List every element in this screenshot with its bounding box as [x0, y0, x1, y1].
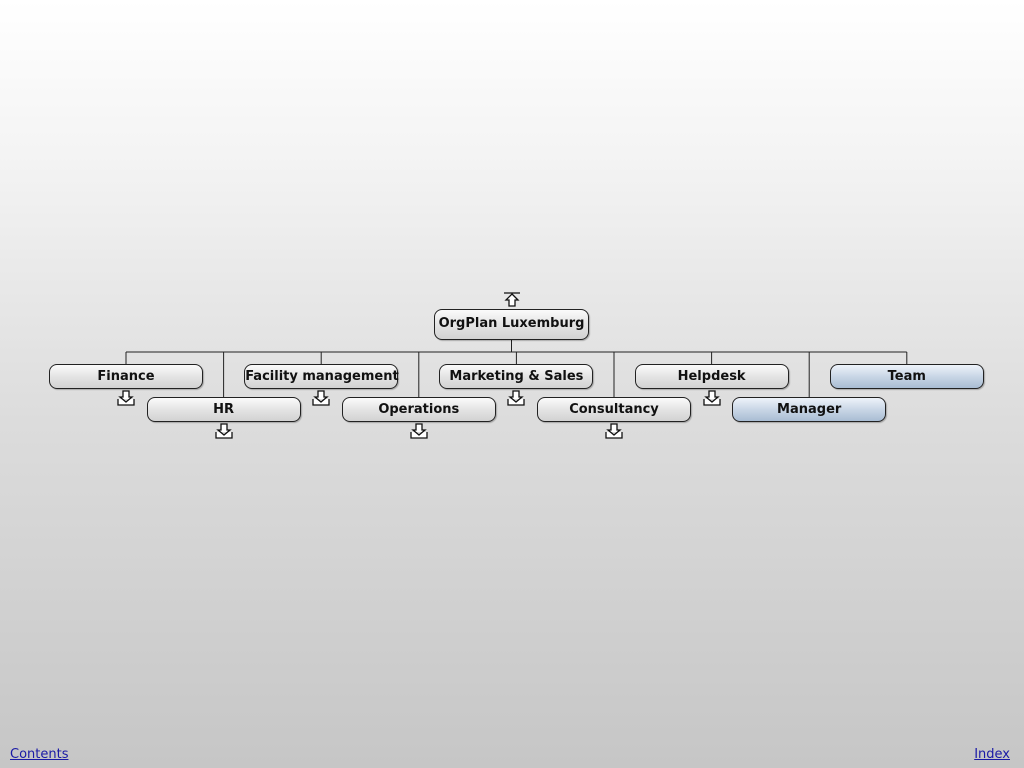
org-node-finance[interactable]: Finance	[49, 364, 203, 389]
org-node-root-label: OrgPlan Luxemburg	[438, 316, 585, 331]
org-node-facility-label: Facility management	[245, 369, 399, 384]
org-node-finance-label: Finance	[97, 369, 155, 384]
org-node-root[interactable]: OrgPlan Luxemburg	[434, 309, 589, 340]
arrow-down-icon[interactable]	[410, 423, 428, 439]
arrow-down-icon[interactable]	[312, 390, 330, 406]
arrow-down-icon[interactable]	[214, 423, 233, 439]
arrow-up-icon[interactable]	[503, 292, 521, 308]
org-node-consultancy-label: Consultancy	[569, 402, 659, 417]
org-node-team[interactable]: Team	[829, 364, 984, 389]
contents-link[interactable]: Contents	[10, 747, 69, 762]
org-node-helpdesk[interactable]: Helpdesk	[634, 364, 789, 389]
org-node-manager[interactable]: Manager	[732, 397, 887, 422]
arrow-down-icon[interactable]	[702, 390, 721, 406]
index-link[interactable]: Index	[974, 747, 1010, 762]
arrow-down-icon[interactable]	[507, 390, 526, 406]
org-node-facility[interactable]: Facility management	[244, 364, 399, 389]
org-node-helpdesk-label: Helpdesk	[677, 369, 746, 384]
org-node-operations-label: Operations	[378, 402, 460, 417]
arrow-down-icon[interactable]	[605, 423, 623, 439]
org-node-hr-label: HR	[213, 402, 235, 417]
org-node-manager-label: Manager	[777, 402, 842, 417]
org-node-hr[interactable]: HR	[146, 397, 301, 422]
org-node-operations[interactable]: Operations	[341, 397, 496, 422]
org-node-consultancy[interactable]: Consultancy	[537, 397, 691, 422]
org-node-marketing-label: Marketing & Sales	[449, 369, 584, 384]
arrow-down-icon[interactable]	[117, 390, 135, 406]
org-node-marketing[interactable]: Marketing & Sales	[439, 364, 594, 389]
org-node-team-label: Team	[887, 369, 926, 384]
